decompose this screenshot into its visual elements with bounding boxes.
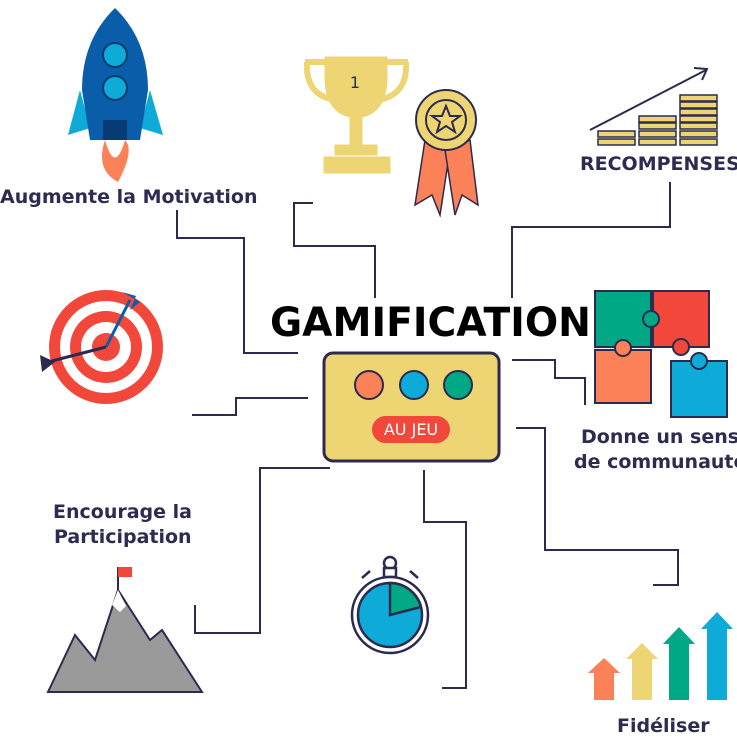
label-communaute-1: Donne un sens xyxy=(581,426,737,448)
growth-arrows-icon xyxy=(588,612,733,700)
label-recompenses: RECOMPENSES xyxy=(580,153,737,175)
label-participation-1: Encourage la xyxy=(53,501,192,523)
puzzle-icon xyxy=(594,290,728,418)
label-participation-2: Participation xyxy=(54,526,192,548)
label-fideliser: Fidéliser xyxy=(617,715,710,737)
trophy-icon: 1 xyxy=(303,56,410,174)
game-card xyxy=(322,351,501,463)
connector-lines xyxy=(176,182,679,689)
target-icon xyxy=(40,290,163,404)
label-motivation: Augmente la Motivation xyxy=(0,186,258,208)
rewards-chart-icon xyxy=(589,67,718,146)
rocket-icon xyxy=(68,8,163,182)
mountain-flag-icon xyxy=(46,567,204,693)
trophy-number: 1 xyxy=(350,73,360,92)
stopwatch-icon xyxy=(350,555,430,655)
page-title: GAMIFICATION xyxy=(270,300,591,346)
au-jeu-button[interactable]: AU JEU xyxy=(372,416,450,443)
medal-icon xyxy=(414,89,479,218)
label-communaute-2: de communauté xyxy=(574,451,737,473)
